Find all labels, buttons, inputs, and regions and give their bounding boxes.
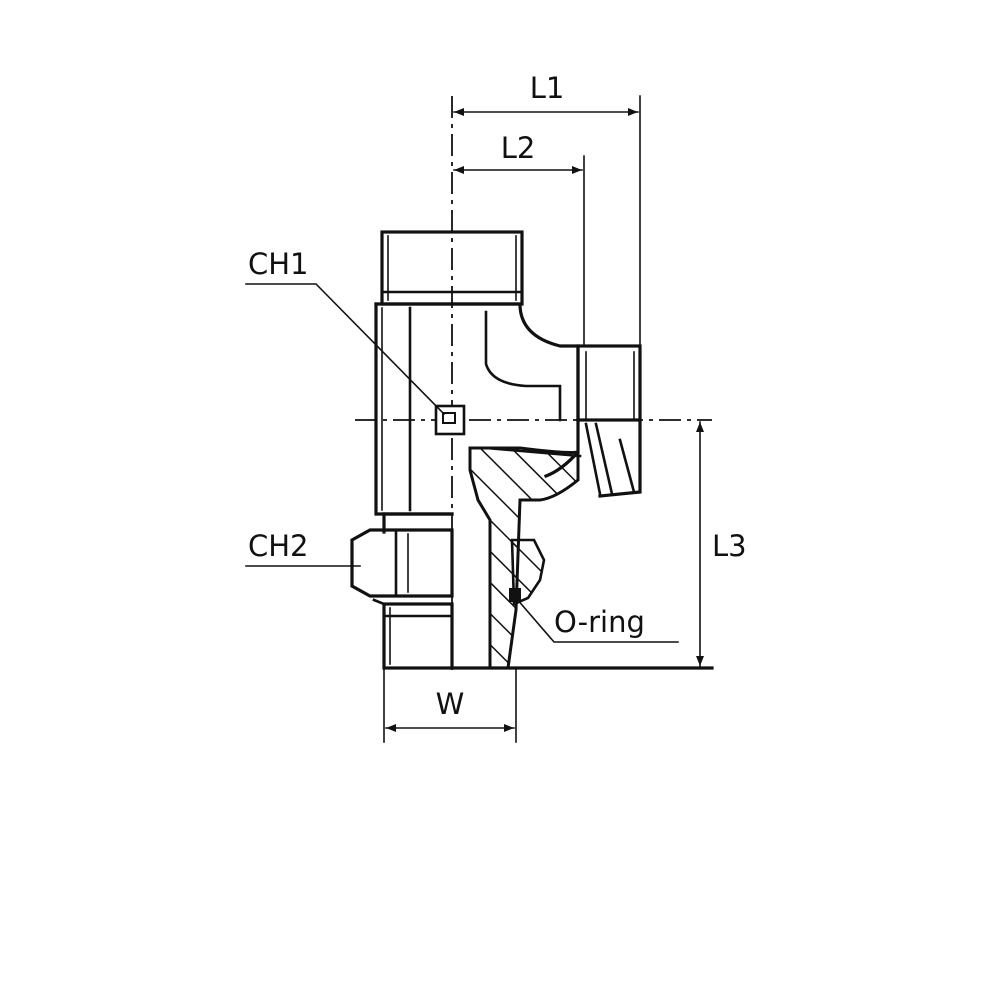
w-label: W <box>436 687 465 721</box>
dimension-l3: L3 <box>696 421 747 667</box>
hex-nut <box>350 528 454 606</box>
leader-ch1: CH1 <box>245 247 446 416</box>
l1-label: L1 <box>530 71 565 105</box>
oring-label: O-ring <box>554 605 645 639</box>
leader-ch2: CH2 <box>245 529 361 567</box>
dimension-w: W <box>383 667 517 743</box>
section-cut <box>468 446 582 670</box>
side-port <box>543 344 642 498</box>
l2-label: L2 <box>501 131 536 165</box>
ch1-label: CH1 <box>248 247 309 281</box>
dimension-l2: L2 <box>453 131 585 347</box>
bottom-thread <box>382 602 714 670</box>
l3-label: L3 <box>712 529 747 563</box>
leader-oring: O-ring <box>514 596 679 643</box>
body-right <box>450 302 580 422</box>
dimension-l1: L1 <box>453 71 641 347</box>
ch2-label: CH2 <box>248 529 309 563</box>
